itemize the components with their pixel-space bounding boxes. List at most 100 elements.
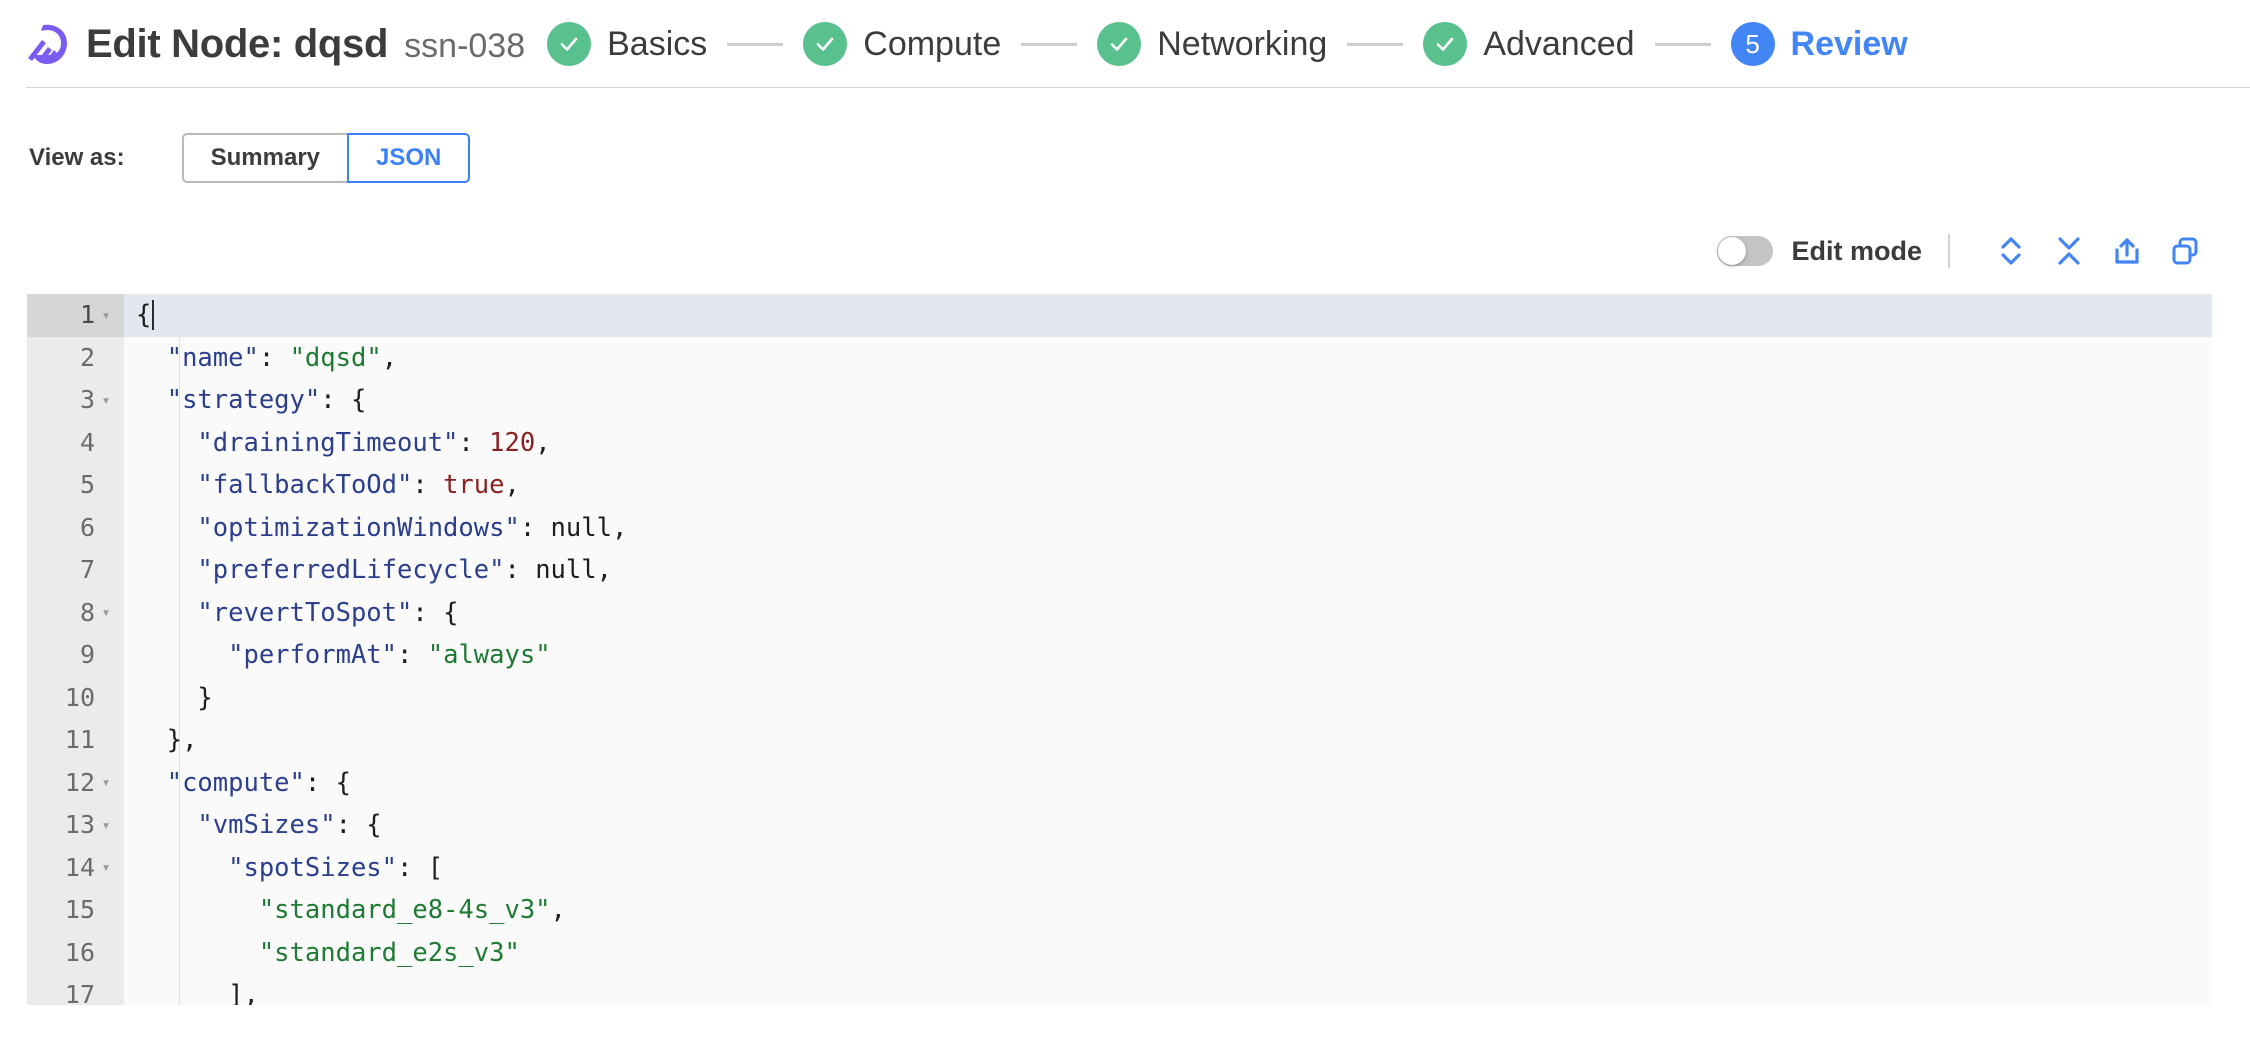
token-punc: , <box>596 555 612 585</box>
fold-spacer: ▾ <box>97 733 115 748</box>
code-line[interactable]: 10▾ } <box>27 676 2212 720</box>
line-number: 1 <box>79 300 95 329</box>
fold-spacer: ▾ <box>97 690 115 705</box>
step-label: Basics <box>607 24 708 63</box>
code-line[interactable]: 7▾ "preferredLifecycle": null, <box>27 549 2212 592</box>
fold-toggle-icon[interactable]: ▾ <box>101 858 111 877</box>
view-as-label: View as: <box>29 144 125 171</box>
line-number-gutter: 1▾ <box>27 294 124 337</box>
fold-toggle-icon[interactable]: ▾ <box>101 815 111 834</box>
wizard-step-basics[interactable]: Basics <box>547 22 707 66</box>
token-key: "strategy" <box>166 385 321 415</box>
token-punc: , <box>611 512 628 543</box>
code-line[interactable]: 17▾ ], <box>27 974 2212 1005</box>
code-line-text: "compute": { <box>124 762 2212 805</box>
check-icon <box>1423 22 1468 66</box>
token-punc: } <box>197 682 213 713</box>
token-punc: , <box>504 470 520 500</box>
fold-spacer: ▾ <box>97 350 115 365</box>
token-key: "optimizationWindows" <box>197 512 520 543</box>
export-icon[interactable] <box>2104 231 2150 271</box>
code-line-text: "performAt": "always" <box>124 634 2212 677</box>
token-punc: , <box>535 427 551 458</box>
token-key: "preferredLifecycle" <box>197 555 505 585</box>
code-line[interactable]: 5▾ "fallbackToOd": true, <box>27 464 2212 507</box>
fold-spacer: ▾ <box>97 903 115 918</box>
code-line-text: }, <box>124 719 2212 762</box>
line-number-gutter: 2▾ <box>27 336 124 379</box>
page-title-main: Edit Node: dqsd <box>86 21 389 66</box>
json-code-editor[interactable]: 1▾{2▾ "name": "dqsd",3▾ "strategy": {4▾ … <box>27 294 2212 1005</box>
token-plain <box>136 804 197 847</box>
line-number-gutter: 13▾ <box>27 804 124 847</box>
code-line[interactable]: 6▾ "optimizationWindows": null, <box>27 506 2212 549</box>
fold-toggle-icon[interactable]: ▾ <box>101 390 111 409</box>
line-number-gutter: 12▾ <box>27 761 124 804</box>
step-connector <box>1654 42 1711 46</box>
code-line[interactable]: 16▾ "standard_e2s_v3" <box>27 931 2212 974</box>
line-number: 17 <box>64 980 95 1005</box>
fold-spacer: ▾ <box>97 520 115 535</box>
wizard-step-compute[interactable]: Compute <box>803 22 1001 66</box>
code-line[interactable]: 8▾ "revertToSpot": { <box>27 591 2212 635</box>
code-line[interactable]: 9▾ "performAt": "always" <box>27 634 2212 677</box>
line-number-gutter: 8▾ <box>27 591 124 634</box>
token-null: null <box>535 555 597 585</box>
edit-mode-toggle[interactable] <box>1717 236 1774 266</box>
line-number-gutter: 10▾ <box>27 676 124 719</box>
collapse-all-icon[interactable] <box>2046 231 2092 271</box>
step-label: Advanced <box>1483 24 1635 63</box>
token-punc: : <box>412 470 444 500</box>
fold-toggle-icon[interactable]: ▾ <box>101 305 111 324</box>
step-number: 5 <box>1745 29 1760 59</box>
code-line[interactable]: 13▾ "vmSizes": { <box>27 804 2212 847</box>
view-as-option-summary[interactable]: Summary <box>181 133 348 183</box>
code-line[interactable]: 3▾ "strategy": { <box>27 379 2212 422</box>
wizard-step-advanced[interactable]: Advanced <box>1423 22 1635 66</box>
fold-toggle-icon[interactable]: ▾ <box>101 603 111 622</box>
token-plain <box>136 592 197 635</box>
token-punc: }, <box>166 725 198 755</box>
token-bool: true <box>443 470 505 500</box>
view-as-segmented-control[interactable]: Summary JSON <box>181 133 471 183</box>
line-number: 5 <box>79 470 95 499</box>
line-number: 9 <box>79 640 95 669</box>
code-line[interactable]: 11▾ }, <box>27 719 2212 762</box>
page-header: Edit Node: dqsd ssn-038 Basics Compute Net… <box>0 0 2250 88</box>
token-str: "standard_e8-4s_v3" <box>258 895 551 925</box>
line-number-gutter: 16▾ <box>27 931 124 974</box>
code-line[interactable]: 15▾ "standard_e8-4s_v3", <box>27 889 2212 932</box>
code-line[interactable]: 14▾ "spotSizes": [ <box>27 846 2212 889</box>
code-line[interactable]: 1▾{ <box>27 294 2212 337</box>
header-divider <box>26 87 2250 88</box>
token-punc: : <box>458 427 490 458</box>
view-as-option-json[interactable]: JSON <box>347 133 471 183</box>
token-plain <box>136 974 228 1005</box>
code-line-text: "drainingTimeout": 120, <box>124 422 2212 465</box>
fold-spacer: ▾ <box>97 648 115 663</box>
token-punc: : <box>519 512 551 543</box>
token-str: "standard_e2s_v3" <box>258 937 520 968</box>
fold-toggle-icon[interactable]: ▾ <box>101 773 111 792</box>
copy-icon[interactable] <box>2162 231 2208 271</box>
page-title-subtitle: ssn-038 <box>404 26 526 65</box>
code-line[interactable]: 4▾ "drainingTimeout": 120, <box>27 421 2212 465</box>
token-plain <box>136 549 197 592</box>
page-title: Edit Node: dqsd ssn-038 <box>86 22 525 67</box>
code-line[interactable]: 12▾ "compute": { <box>27 761 2212 805</box>
line-number-gutter: 15▾ <box>27 889 124 932</box>
code-line[interactable]: 2▾ "name": "dqsd", <box>27 336 2212 379</box>
wizard-step-networking[interactable]: Networking <box>1097 22 1327 66</box>
token-plain <box>136 677 197 720</box>
token-null: null <box>550 512 612 543</box>
text-cursor <box>152 300 155 331</box>
line-number-gutter: 17▾ <box>27 974 124 1005</box>
line-number: 2 <box>79 342 95 372</box>
step-number-badge: 5 <box>1730 22 1775 66</box>
line-number: 4 <box>79 427 95 457</box>
code-line-text: "preferredLifecycle": null, <box>124 549 2212 592</box>
token-punc: { <box>136 300 152 330</box>
expand-all-icon[interactable] <box>1988 231 2034 271</box>
token-punc: : { <box>320 385 367 415</box>
